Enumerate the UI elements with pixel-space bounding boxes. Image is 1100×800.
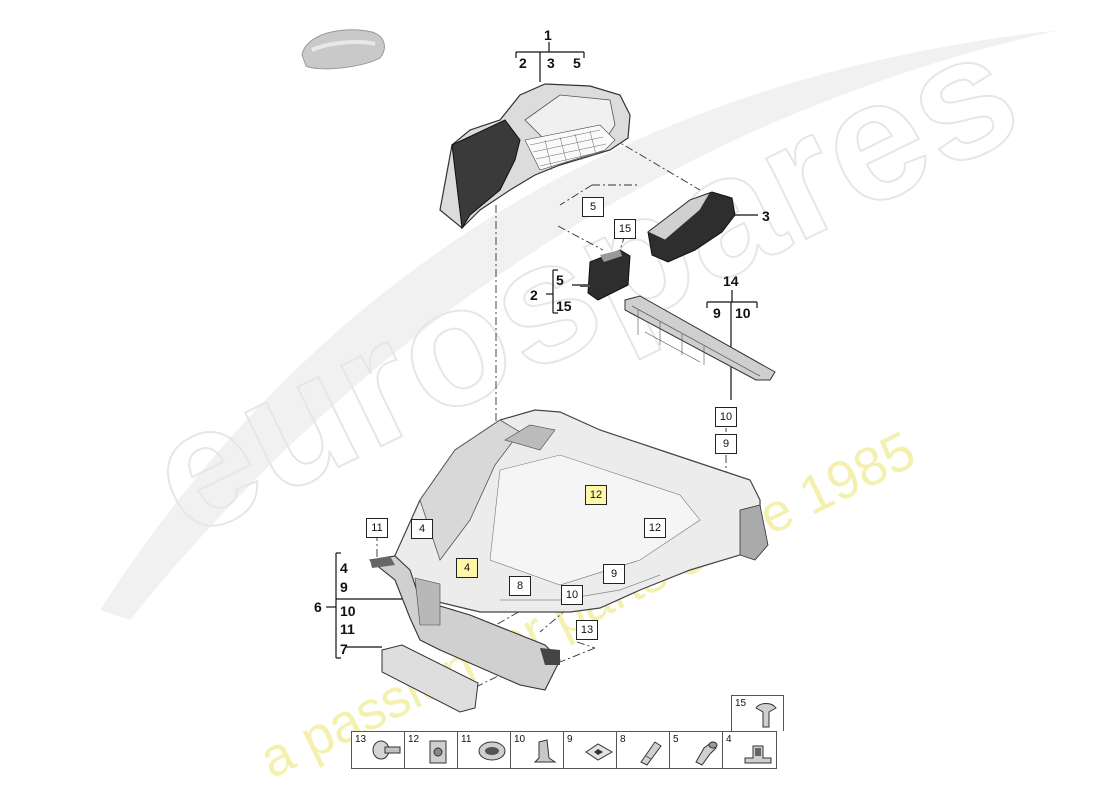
legend-cell-15: 15 [731,695,784,731]
trunk-floor-base [391,409,769,613]
group6-sub-label-9: 9 [340,579,348,595]
legend-num-9: 9 [567,734,573,745]
fastener-legend: 13 12 11 10 9 [351,731,777,769]
group1-sub-label-3: 3 [547,55,555,71]
legend-cell-13: 13 [352,732,405,768]
legend-cell-9: 9 [564,732,617,768]
clip-nut-icon [429,740,447,764]
legend-num-15: 15 [735,698,747,709]
group6-main-label: 6 [314,599,322,615]
callout-12-a[interactable]: 12 [585,485,607,505]
trunk-sill-trim [624,295,776,381]
legend-cell-5: 5 [670,732,723,768]
plug-rivet-icon [695,741,718,766]
callout-15[interactable]: 15 [614,219,636,239]
group14-top-label: 14 [723,273,739,289]
lower-trim-strip [381,644,479,713]
loading-edge-trim [368,555,561,691]
group6-sub-label-7: 7 [340,641,348,657]
group2-main-label: 2 [530,287,538,303]
group1-sub-label-2: 2 [519,55,527,71]
expanding-rivet-icon [640,741,662,766]
group1-sub-label-5: 5 [573,55,581,71]
legend-num-13: 13 [355,734,367,745]
callout-11[interactable]: 11 [366,518,388,538]
legend-num-11: 11 [461,734,472,745]
legend-cell-10: 10 [511,732,564,768]
push-rivet-icon [755,703,777,728]
callout-9-rail[interactable]: 9 [715,434,737,454]
legend-cell-8: 8 [617,732,670,768]
legend-cell-11: 11 [458,732,511,768]
group2-sub-label-15: 15 [556,298,572,314]
callout-13[interactable]: 13 [576,620,598,640]
group1-top-label: 1 [544,27,552,43]
group14-sub-label-10: 10 [735,305,751,321]
callout-8[interactable]: 8 [509,576,531,596]
legend-num-5: 5 [673,734,679,745]
wheel-arch-cover [647,191,736,263]
grommet-icon [478,741,506,761]
retainer-clip-icon [533,739,557,763]
callout-4-b[interactable]: 4 [456,558,478,578]
bracket-clip-icon [744,745,772,764]
screw-icon [372,740,401,760]
legend-cell-12: 12 [405,732,458,768]
group6-sub-label-4: 4 [340,560,348,576]
legend-num-4: 4 [726,734,732,745]
callout-9-floor[interactable]: 9 [603,564,625,584]
group6-sub-label-11: 11 [340,621,355,637]
callout-5[interactable]: 5 [582,197,604,217]
legend-cell-4: 4 [723,732,776,768]
legend-num-8: 8 [620,734,626,745]
group6-sub-label-10: 10 [340,603,356,619]
callout-10-rail[interactable]: 10 [715,407,737,427]
car-icon [301,29,385,70]
callout-12-b[interactable]: 12 [644,518,666,538]
callout-4-a[interactable]: 4 [411,519,433,539]
group14-sub-label-9: 9 [713,305,721,321]
callout-10-floor[interactable]: 10 [561,585,583,605]
legend-num-10: 10 [514,734,526,745]
group2-sub-label-5: 5 [556,272,564,288]
part-label-3: 3 [762,208,770,224]
foam-pad-icon [585,743,614,761]
small-cover [580,249,631,301]
legend-num-12: 12 [408,734,420,745]
side-trim-panel [439,83,631,230]
